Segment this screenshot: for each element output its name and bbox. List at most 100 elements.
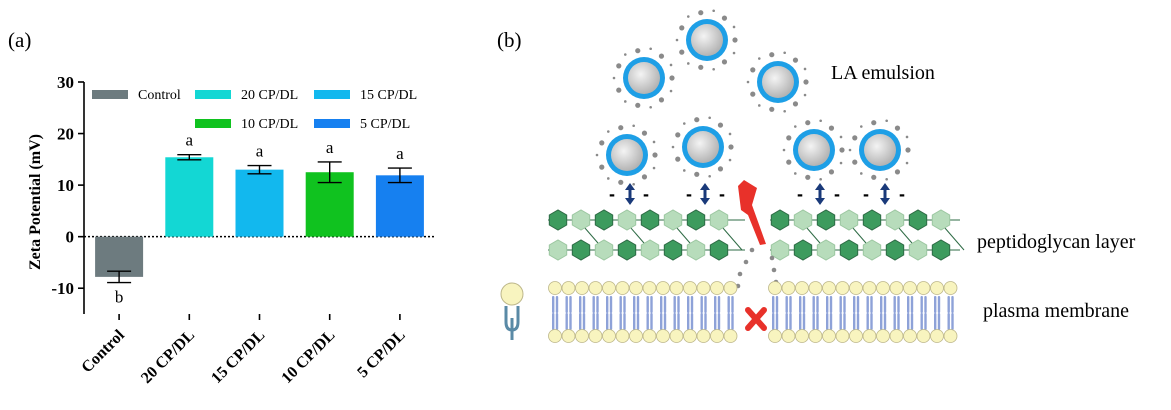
arrow-head-down [880,198,890,205]
leak-dot [771,267,777,273]
lipid-tail [937,296,941,313]
lipid-tail [924,296,927,313]
arrow-head-up [815,183,825,190]
surfactant-dot [732,37,738,43]
sugar-hexagon [931,209,951,231]
lipid-tail [552,313,555,330]
lipid-tail [816,313,819,330]
surfactant-dot [682,122,686,125]
surfactant-dot [679,49,685,55]
surfactant-dot [679,25,685,31]
surfactant-dot [848,148,852,152]
lipid-head-bottom [781,329,796,343]
surfactant-dot [599,164,605,170]
lipid-head-top [656,281,670,295]
lipid-tail [772,313,775,330]
emulsion-droplet [675,9,738,71]
negative-charge: - [834,184,840,204]
y-tick-label: 0 [66,228,75,247]
surfactant-dot [757,57,761,60]
lipid-tail [565,296,568,313]
negative-charge: - [643,184,649,204]
lipid-head-top [602,281,616,295]
lipid-tail [880,296,883,313]
lipid-tail [853,296,856,313]
lipid-tail [907,313,910,330]
lipid-tail [636,313,640,330]
surfactant-dot [686,62,690,65]
surfactant-dot [669,89,673,93]
surfactant-dot [623,100,627,103]
lipid-head-top [862,281,877,295]
sugar-hexagon [793,239,813,261]
arrow-head-up [700,183,710,190]
surfactant-dot [671,145,675,149]
lipid-tail [937,313,941,330]
plasma-membrane-label: plasma membrane [983,300,1130,322]
lipid-head-top [696,281,711,295]
lipid-head-bottom [588,329,603,343]
sugar-hexagon [885,239,905,261]
lipid-tail [843,313,846,330]
surfactant-dot [618,179,624,185]
lipid-tail [650,296,653,313]
sugar-hexagon [839,239,859,261]
lipid-tail [839,296,842,313]
lipid-head-top [876,281,890,295]
lipid-head-top [575,281,589,295]
lipid-tail [555,296,559,313]
lipid-tail [829,313,833,330]
sugar-hexagon [571,209,591,231]
surfactant-dot [675,38,679,42]
lightning-bolt [738,180,766,245]
sugar-hexagon [548,239,568,261]
surfactant-dot [606,177,610,180]
lipid-tail [853,313,856,330]
sugar-hexagon [839,209,859,231]
bar [165,157,214,237]
lipid-head-bottom [795,329,809,343]
lipid-tail [826,313,829,330]
lipid-tail [633,313,636,330]
surfactant-dot [783,51,786,55]
lipid-tail [606,313,609,330]
lipid-head-bottom [548,329,562,343]
lipid-tail [839,313,842,330]
surfactant-dot [675,132,681,138]
lipid-head-bottom [656,329,670,343]
sugar-hexagon [594,239,614,261]
sugar-hexagon [885,209,905,231]
significance-letter: a [256,142,264,161]
lipid-tail [910,296,914,313]
lipid-tail [907,296,910,313]
surfactant-dot [595,153,599,157]
droplet-core [611,139,643,171]
surfactant-dot [698,10,704,16]
surfactant-dot [694,171,700,177]
lipid-tail [579,313,582,330]
lipid-tail [856,296,860,313]
surfactant-dot [652,166,656,170]
peptidoglycan-layer-label: peptidoglycan layer [977,231,1136,253]
lipid-head-top [723,281,738,295]
negative-charge: - [719,184,725,204]
surfactant-dot [694,117,700,123]
emulsion-droplet [782,119,845,181]
lipid-tail [856,313,860,330]
lipid-tail [947,296,950,313]
lipid-tail [951,313,954,330]
legend-label: 15 CP/DL [360,88,417,103]
lipid-tail [775,313,779,330]
lipid-tail [646,296,649,313]
surfactant-dot [728,144,734,150]
surfactant-dot [871,120,877,126]
arrow-head-up [880,183,890,190]
lipid-tail [802,313,806,330]
surfactant-dot [746,80,750,84]
lipid-tail [704,296,707,313]
emulsion-droplet [612,47,675,109]
lipid-tail [704,313,707,330]
lipid-tail [569,313,572,330]
lipid-tail [947,313,950,330]
surfactant-dot [894,125,901,131]
